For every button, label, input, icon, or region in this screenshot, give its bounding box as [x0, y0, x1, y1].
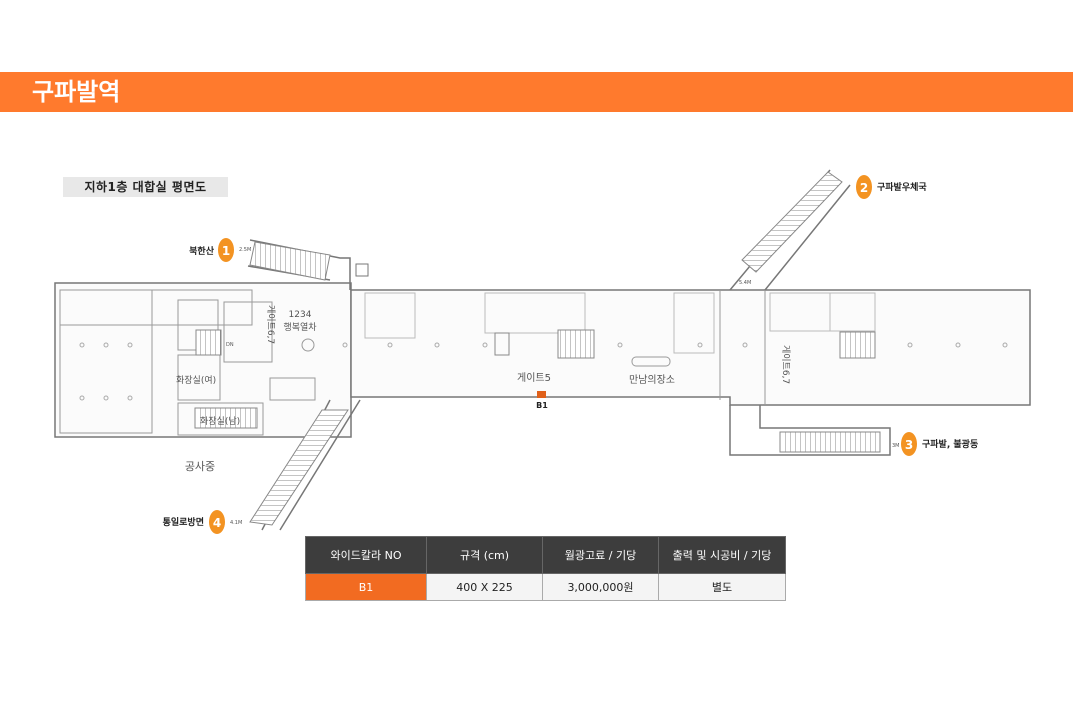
- exit-1-size: 2.5M: [239, 247, 251, 253]
- gate-67-label: 게이트6,7: [265, 305, 276, 344]
- cell-production-cost: 별도: [658, 573, 786, 601]
- table-header-row: 와이드칼라 NO 규격 (cm) 월광고료 / 기당 출력 및 시공비 / 기당: [305, 536, 786, 574]
- map-labels: 1234 행복열차 게이트6,7 게이트6,7 화장실(여) 화장실(남) 게이…: [176, 305, 791, 473]
- cell-no: B1: [305, 573, 427, 601]
- stairs: [194, 263, 876, 429]
- exit-4-size: 4.1M: [230, 520, 242, 526]
- exit-2-name: 구파발우체국: [877, 181, 927, 193]
- concourse: [350, 289, 1031, 406]
- header-monthly-fee: 월광고료 / 기당: [542, 536, 659, 574]
- floor-plan-label: 지하1층 대합실 평면도: [63, 177, 228, 197]
- restroom-male-label: 화장실(남): [200, 416, 240, 427]
- construction-label: 공사중: [185, 460, 215, 473]
- exit-1-name: 북한산: [189, 245, 215, 257]
- exit-3-size: 3M: [892, 443, 900, 449]
- gate-5-label: 게이트5: [517, 372, 551, 384]
- cell-size: 400 X 225: [426, 573, 543, 601]
- pillar-dots: [79, 338, 1008, 401]
- exit-2-size: 5.4M: [739, 280, 751, 286]
- ad-marker-b1: [537, 391, 546, 398]
- gate-67-right-label: 게이트6,7: [780, 345, 791, 384]
- exit-2-number: 2: [860, 181, 868, 195]
- passages: [247, 169, 891, 531]
- exit-4-name: 통일로방면: [163, 516, 204, 528]
- exit-4: 통일로방면 4 4.1M: [163, 510, 242, 534]
- header-production-cost: 출력 및 시공비 / 기당: [658, 536, 786, 574]
- exit-3-number: 3: [905, 438, 913, 452]
- exit-1-number: 1: [222, 244, 230, 258]
- exit-4-number: 4: [213, 516, 221, 530]
- gate-1234-label: 1234: [289, 310, 312, 320]
- exit-1: 북한산 1 2.5M: [189, 238, 251, 262]
- header-size: 규격 (cm): [426, 536, 543, 574]
- meeting-place-label: 만남의장소: [629, 374, 675, 386]
- page-title: 구파발역: [32, 78, 121, 106]
- header-wide-color-no: 와이드칼라 NO: [305, 536, 427, 574]
- ad-marker-label: B1: [536, 401, 548, 410]
- cell-monthly-fee: 3,000,000원: [542, 573, 659, 601]
- exit-3-name: 구파발, 불광동: [922, 438, 978, 450]
- restroom-female-label: 화장실(여): [176, 374, 216, 386]
- table-row: B1 400 X 225 3,000,000원 별도: [305, 573, 786, 601]
- ad-info-table: 와이드칼라 NO 규격 (cm) 월광고료 / 기당 출력 및 시공비 / 기당…: [305, 536, 786, 601]
- dn-label: DN: [226, 342, 234, 348]
- happy-train-label: 행복열차: [283, 321, 317, 333]
- exit-3: 3M 3 구파발, 불광동: [892, 432, 978, 456]
- exit-2: 2 구파발우체국 5.4M: [739, 175, 927, 286]
- header-bar: 구파발역: [0, 72, 1073, 112]
